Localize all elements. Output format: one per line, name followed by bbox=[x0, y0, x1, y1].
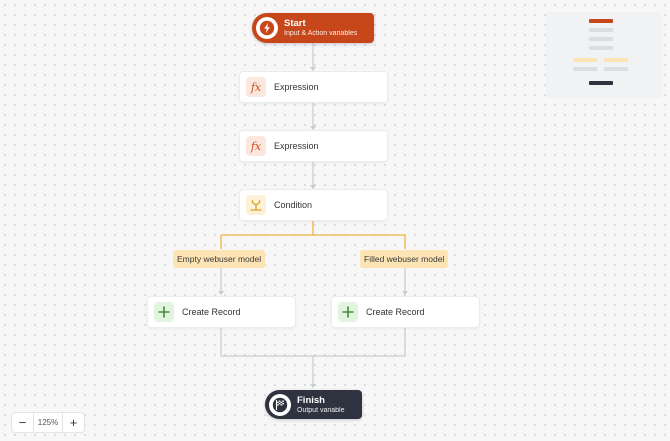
finish-node[interactable]: Finish Output variable bbox=[265, 390, 362, 419]
start-title: Start bbox=[284, 18, 306, 29]
create-record-label-right: Create Record bbox=[366, 307, 425, 317]
expression-node-1[interactable]: fx Expression bbox=[240, 72, 387, 102]
expression-node-2[interactable]: fx Expression bbox=[240, 131, 387, 161]
zoom-controls: − 125% + bbox=[12, 413, 84, 432]
minimap-node bbox=[589, 28, 613, 32]
zoom-out-button[interactable]: − bbox=[18, 415, 27, 430]
function-fx-icon: fx bbox=[246, 77, 266, 97]
branch-icon bbox=[246, 195, 266, 215]
minimap-node bbox=[573, 67, 597, 71]
minimap-branch bbox=[604, 58, 628, 62]
zoom-in-button[interactable]: + bbox=[69, 415, 78, 430]
finish-title: Finish bbox=[297, 394, 325, 406]
condition-label: Condition bbox=[274, 200, 313, 210]
start-subtitle: Input & Action variables bbox=[284, 30, 358, 37]
minimap[interactable] bbox=[546, 12, 662, 98]
minimap-node bbox=[589, 37, 613, 41]
minimap-node bbox=[589, 46, 613, 50]
plus-icon bbox=[154, 302, 174, 322]
condition-node[interactable]: Condition bbox=[240, 190, 387, 220]
branch-label-filled[interactable]: Filled webuser model bbox=[360, 250, 449, 268]
finish-subtitle: Output variable bbox=[297, 406, 345, 414]
function-fx-icon: fx bbox=[246, 136, 266, 156]
create-record-label-left: Create Record bbox=[182, 307, 241, 317]
zoom-level: 125% bbox=[33, 413, 63, 432]
expression-label-2: Expression bbox=[274, 141, 319, 151]
start-node[interactable]: Start Input & Action variables bbox=[252, 13, 374, 43]
edge-right-merge bbox=[313, 326, 406, 357]
branch-label-empty[interactable]: Empty webuser model bbox=[173, 250, 266, 268]
minimap-node bbox=[604, 67, 628, 71]
create-record-node-left[interactable]: Create Record bbox=[148, 297, 295, 327]
plus-icon bbox=[338, 302, 358, 322]
expression-label-1: Expression bbox=[274, 82, 319, 92]
lightning-icon bbox=[256, 17, 278, 39]
minimap-finish bbox=[589, 81, 613, 85]
edge-left-merge bbox=[220, 326, 313, 357]
minimap-branch bbox=[573, 58, 597, 62]
edge-condition-branch bbox=[220, 219, 406, 249]
checkered-flag-icon bbox=[269, 393, 291, 416]
create-record-node-right[interactable]: Create Record bbox=[332, 297, 479, 327]
minimap-start bbox=[589, 19, 613, 23]
